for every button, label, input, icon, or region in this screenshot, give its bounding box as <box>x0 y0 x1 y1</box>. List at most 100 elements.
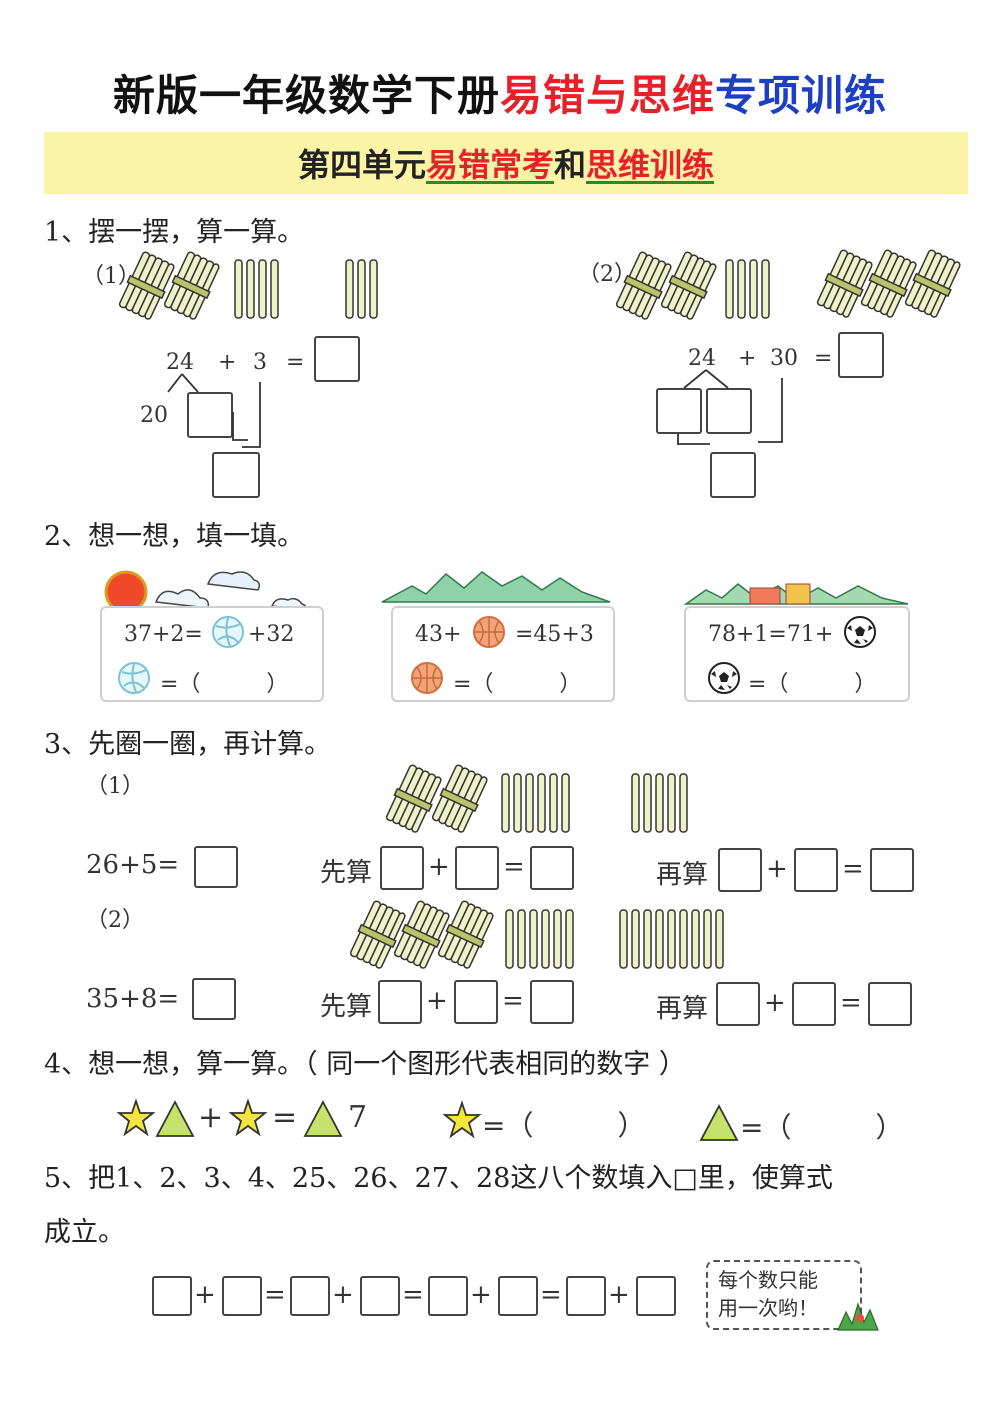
q3-p2-then-box-3[interactable] <box>868 982 912 1026</box>
single-stick-icon <box>619 909 628 969</box>
q2-card1-line1a: 37+2= <box>124 622 203 647</box>
cloud-icon <box>206 571 261 591</box>
q3-p1-answer-box[interactable] <box>194 846 238 888</box>
single-stick-icon <box>749 259 758 319</box>
q5-plus-4: + <box>608 1280 630 1310</box>
title-part-1: 新版一年级数学下册 <box>112 71 500 120</box>
triangle-icon <box>304 1101 342 1137</box>
title-part-2: 易错与思维 <box>499 71 715 120</box>
q3-p1-first-box-1[interactable] <box>380 846 424 890</box>
single-stick-icon <box>643 773 652 833</box>
q1-p2-plus: + <box>738 346 757 371</box>
q1-p1-split-box[interactable] <box>187 392 233 438</box>
q4-star-answer[interactable]: =（ ） <box>482 1109 646 1142</box>
q5-box-6[interactable] <box>498 1276 538 1316</box>
star-icon <box>118 1100 154 1135</box>
q3-p1-first-plus: + <box>428 852 450 882</box>
stick-bundle-icon <box>858 247 920 320</box>
stick-bundle-icon <box>383 762 445 835</box>
q2-card1-line2[interactable]: =（ ） <box>160 672 289 697</box>
q3-p2-first-box-2[interactable] <box>454 980 498 1024</box>
q3-p1-then-eq: = <box>842 854 864 884</box>
grass-icon <box>837 1302 879 1331</box>
q5-box-3[interactable] <box>290 1276 330 1316</box>
q5-box-7[interactable] <box>566 1276 606 1316</box>
q3-p2-first-box-3[interactable] <box>530 980 574 1024</box>
single-stick-icon <box>643 909 652 969</box>
banner-part-2: 易错常考 <box>425 146 554 184</box>
single-stick-icon <box>667 909 676 969</box>
q1-p2-answer-box[interactable] <box>838 332 884 378</box>
single-stick-icon <box>553 909 562 969</box>
q1-p2-split-box-2[interactable] <box>706 388 752 434</box>
q1-part2-sticks <box>613 249 770 322</box>
single-stick-icon <box>501 773 510 833</box>
q5-heading-line1: 5、把1、2、3、4、25、26、27、28这八个数填入□里，使算式 <box>44 1163 833 1194</box>
q5-hint-box: 每个数只能 用一次哟！ <box>706 1260 862 1330</box>
single-stick-icon <box>258 259 267 319</box>
q5-box-1[interactable] <box>152 1276 192 1316</box>
single-stick-icon <box>345 259 354 319</box>
q2-card3-line1a: 78+1=71+ <box>708 622 834 647</box>
q1-part1-sticks <box>116 249 279 322</box>
q1-p2-split-lines <box>677 369 783 445</box>
q3-p1-then-box-1[interactable] <box>718 848 762 892</box>
single-stick-icon <box>565 909 574 969</box>
q3-p1-first-label: 先算 <box>320 858 373 888</box>
q5-box-8[interactable] <box>636 1276 676 1316</box>
q2-card2-line2[interactable]: =（ ） <box>453 672 582 697</box>
single-stick-icon <box>541 909 550 969</box>
stick-bundle-icon <box>435 898 497 971</box>
q5-box-2[interactable] <box>222 1276 262 1316</box>
q3-p2-then-box-1[interactable] <box>716 982 760 1026</box>
title-part-3: 专项训练 <box>715 71 888 120</box>
q3-p2-then-box-2[interactable] <box>792 982 836 1026</box>
q4-eq: = <box>272 1100 298 1135</box>
q1-p2-a: 24 <box>688 346 716 371</box>
q4-seven: 7 <box>348 1100 368 1135</box>
soccer-ball-icon <box>844 616 876 648</box>
q3-p1-first-box-2[interactable] <box>455 846 499 890</box>
stick-bundle-icon <box>613 249 675 322</box>
q1-p1-eq: = <box>286 350 305 375</box>
stick-bundle-icon <box>814 247 876 320</box>
stick-bundle-icon <box>347 898 409 971</box>
single-stick-icon <box>234 259 243 319</box>
q1-p1-plus: + <box>218 350 237 375</box>
q3-p2-then-plus: + <box>764 988 786 1018</box>
q2-card3-decoration <box>683 583 909 605</box>
q1-p1-b: 3 <box>253 350 267 375</box>
q1-p1-result-box[interactable] <box>212 452 260 498</box>
single-stick-icon <box>761 259 770 319</box>
q2-card-2: 43+ =45+3 =（ ） <box>391 606 615 702</box>
q3-p2-first-label: 先算 <box>320 992 373 1022</box>
q2-heading: 2、想一想，填一填。 <box>44 521 305 552</box>
unit-banner-text: 第四单元易错常考和思维训练 <box>44 140 968 186</box>
stick-bundle-icon <box>161 249 223 322</box>
q2-card1-decoration <box>104 570 307 614</box>
q3-p1-then-box-2[interactable] <box>794 848 838 892</box>
q3-p1-then-box-3[interactable] <box>870 848 914 892</box>
q3-p1-then-plus: + <box>766 854 788 884</box>
cloud-icon <box>154 589 210 609</box>
q1-part1-extra-sticks <box>345 259 378 319</box>
triangle-icon <box>700 1105 738 1141</box>
q4-triangle-answer[interactable]: =（ ） <box>740 1111 904 1144</box>
q3-p2-answer-box[interactable] <box>192 978 236 1020</box>
q5-box-4[interactable] <box>360 1276 400 1316</box>
single-stick-icon <box>655 773 664 833</box>
q2-card3-line2[interactable]: =（ ） <box>748 672 877 697</box>
q5-eq-1: = <box>264 1280 286 1310</box>
single-stick-icon <box>246 259 255 319</box>
q5-box-5[interactable] <box>428 1276 468 1316</box>
q5-plus-1: + <box>194 1280 216 1310</box>
q1-p1-answer-box[interactable] <box>314 336 360 382</box>
single-stick-icon <box>631 773 640 833</box>
single-stick-icon <box>679 909 688 969</box>
q3-p2-first-box-1[interactable] <box>378 980 422 1024</box>
q3-p1-first-box-3[interactable] <box>530 846 574 890</box>
q4-plus: + <box>198 1100 224 1135</box>
q1-p2-result-box[interactable] <box>710 452 756 498</box>
q1-part2-extra-bundles <box>814 247 964 320</box>
q1-p2-split-box-1[interactable] <box>656 388 702 434</box>
